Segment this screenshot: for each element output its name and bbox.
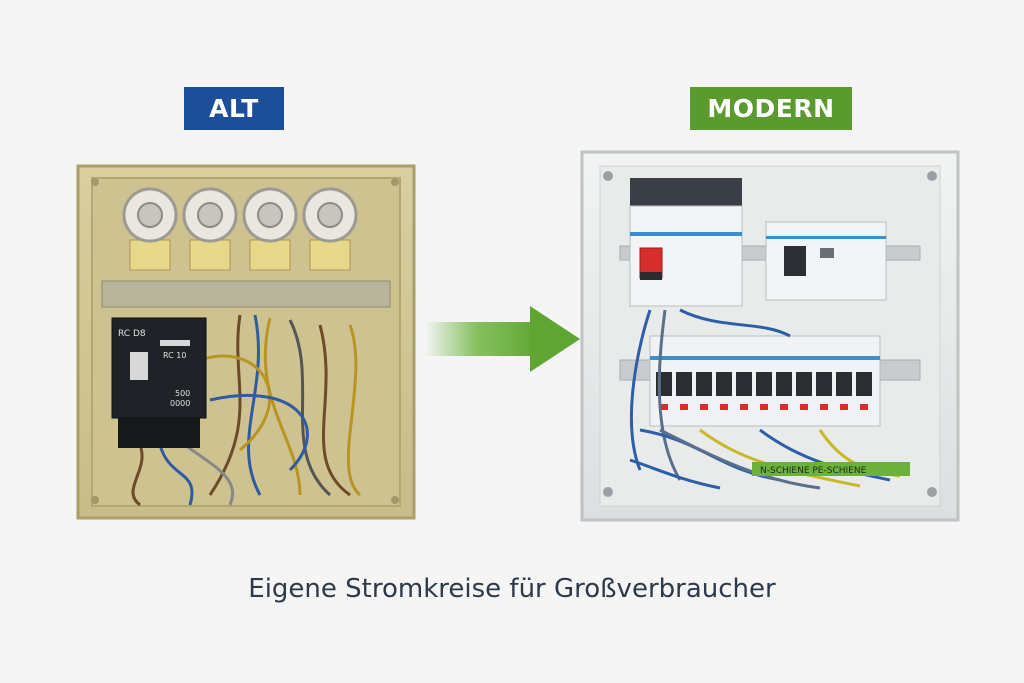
fuse-icon <box>242 187 298 271</box>
fuse-icon <box>122 187 178 271</box>
breaker-toggle <box>676 372 692 396</box>
old-panel: RC D8 RC 10 500 0000 <box>76 164 416 520</box>
breaker-indicator <box>840 404 848 410</box>
rcd-label-2: RC 10 <box>163 351 186 360</box>
breaker-indicator <box>780 404 788 410</box>
breaker-indicator <box>800 404 808 410</box>
fuse-icon <box>182 187 238 271</box>
rcd-switch <box>130 352 148 380</box>
breaker-toggle <box>836 372 852 396</box>
breaker-toggle <box>856 372 872 396</box>
old-wires <box>131 314 362 507</box>
rcd-value-2: 0000 <box>170 399 190 408</box>
label-modern: MODERN <box>690 87 852 130</box>
breaker-indicator <box>720 404 728 410</box>
caption: Eigene Stromkreise für Großverbraucher <box>248 574 776 604</box>
breaker-toggle <box>796 372 812 396</box>
main-switch <box>629 178 743 307</box>
rcd-label: RC D8 <box>118 329 146 339</box>
screw-icon <box>603 487 613 497</box>
screw-icon <box>927 171 937 181</box>
old-fuses <box>122 187 358 271</box>
new-panel: N-SCHIENE PE-SCHIENE <box>580 150 960 522</box>
right-arrow-icon <box>425 306 580 372</box>
breaker-toggle <box>716 372 732 396</box>
busbar-strip <box>752 462 910 476</box>
breaker-indicator <box>740 404 748 410</box>
breaker-toggle <box>776 372 792 396</box>
breaker-indicator <box>760 404 768 410</box>
screw-icon <box>91 496 99 504</box>
breaker-indicator <box>860 404 868 410</box>
label-alt: ALT <box>184 87 284 130</box>
breaker-indicator <box>680 404 688 410</box>
rcd-value: 500 <box>175 389 190 398</box>
breaker-toggle <box>816 372 832 396</box>
breaker-toggle <box>736 372 752 396</box>
breaker-indicator <box>820 404 828 410</box>
fuse-icon <box>302 187 358 271</box>
breaker-toggle <box>696 372 712 396</box>
breaker-indicator <box>700 404 708 410</box>
breaker-indicator <box>660 404 668 410</box>
old-rcd: RC D8 RC 10 500 0000 <box>111 317 207 448</box>
screw-icon <box>391 496 399 504</box>
rcd-device <box>765 221 887 301</box>
old-rail <box>101 280 391 308</box>
screw-icon <box>91 178 99 186</box>
screw-icon <box>927 487 937 497</box>
screw-icon <box>391 178 399 186</box>
breaker-toggle <box>756 372 772 396</box>
busbar-label: N-SCHIENE PE-SCHIENE <box>760 466 867 476</box>
screw-icon <box>603 171 613 181</box>
